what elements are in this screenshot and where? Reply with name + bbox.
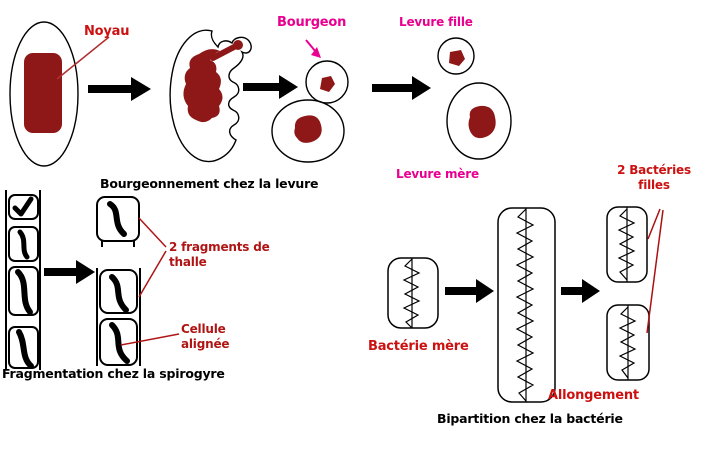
chloroplast-band <box>109 322 130 364</box>
arrow-right-icon <box>561 279 600 303</box>
fragments-leader-line <box>138 217 167 248</box>
chloroplast-band <box>107 201 127 237</box>
fragments-label-line1: 2 fragments de <box>169 240 270 254</box>
allongement-label: Allongement <box>548 388 639 403</box>
spirogyra-caption: Fragmentation chez la spirogyre <box>2 366 225 381</box>
cellule-label-line2: alignée <box>181 337 230 351</box>
bacteries-filles-line2: filles <box>638 178 670 192</box>
mother-cell-outline <box>271 99 345 163</box>
mother-cell-nucleus <box>294 115 322 143</box>
filles-leader-line <box>647 208 661 240</box>
cellule-label-line1: Cellule <box>181 322 226 336</box>
arrow-right-icon <box>243 75 298 99</box>
nucleus-neck <box>210 43 239 61</box>
chloroplast-band <box>12 196 34 217</box>
fragments-label: 2 fragments de thalle <box>169 240 270 270</box>
chloroplast-band <box>16 329 34 369</box>
fragment-cell <box>99 269 138 314</box>
bourgeon-label: Bourgeon <box>277 15 347 30</box>
bacteria-fission-diagram <box>387 206 664 403</box>
filament-cell <box>8 226 39 262</box>
arrow-right-icon <box>88 77 151 101</box>
cellule-label: Cellule alignée <box>181 322 230 352</box>
chloroplast-band <box>17 229 30 260</box>
yeast-budding-cell-outline <box>169 29 252 163</box>
arrow-right-icon <box>372 76 431 100</box>
filles-leader-line <box>646 209 664 334</box>
bud-cell-nucleus <box>320 76 335 92</box>
chloroplast-band <box>15 269 33 315</box>
noyau-label: Noyau <box>84 24 130 39</box>
bacteries-filles-label: 2 Bactéries filles <box>603 163 705 193</box>
filament-cell <box>8 326 39 369</box>
levure-mere-label: Levure mère <box>396 167 479 181</box>
bourgeon-pointer-arrow <box>305 39 321 58</box>
yeast-nucleus <box>24 53 62 133</box>
bacterie-mere-outline <box>387 257 439 329</box>
levure-mere-nucleus <box>468 105 496 139</box>
levure-fille-nucleus <box>449 50 465 66</box>
arrow-right-icon <box>445 279 494 303</box>
dna-strand <box>515 208 535 402</box>
bud-cell-outline <box>305 60 349 104</box>
dna-strand <box>402 258 421 329</box>
cellule-leader-line <box>120 333 180 346</box>
filament-cell <box>8 266 39 316</box>
spirogyra-fragmentation-diagram <box>5 190 180 370</box>
yeast-budding-nucleus <box>183 49 223 123</box>
fragments-label-line2: thalle <box>169 255 207 269</box>
arrow-right-icon <box>44 260 95 284</box>
chloroplast-band <box>109 274 129 313</box>
bacteria-caption: Bipartition chez la bactérie <box>437 411 623 426</box>
yeast-caption: Bourgeonnement chez la levure <box>100 176 319 191</box>
levure-fille-outline <box>437 37 475 75</box>
dna-strand <box>617 208 636 281</box>
bacterie-mere-label: Bactérie mère <box>368 339 469 354</box>
dna-strand <box>618 306 637 379</box>
fragments-leader-line <box>138 250 167 298</box>
levure-fille-label: Levure fille <box>399 15 473 29</box>
levure-mere-outline <box>446 82 512 160</box>
yeast-mother-cell-outline <box>9 21 79 167</box>
yeast-budding-diagram <box>9 21 512 167</box>
filament-cell <box>8 194 39 220</box>
bacteries-filles-line1: 2 Bactéries <box>617 163 691 177</box>
bud-nucleus-dot <box>233 40 243 50</box>
noyau-leader-line <box>56 36 110 80</box>
